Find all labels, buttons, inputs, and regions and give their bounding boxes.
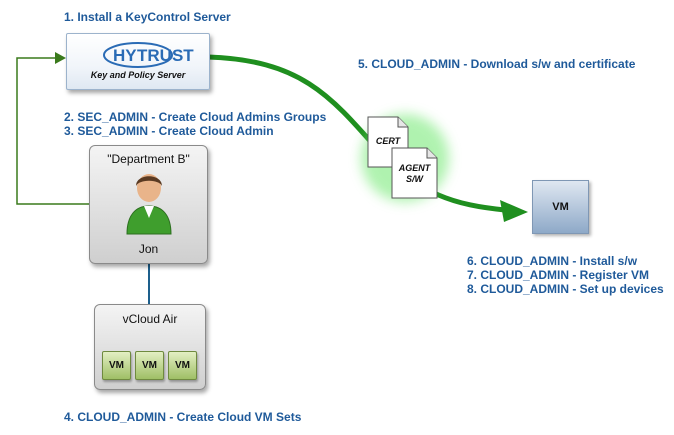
department-title: "Department B" [107, 152, 190, 166]
department-user-name: Jon [138, 242, 159, 256]
hytrust-logo: HY TRUST [103, 42, 194, 68]
step-setup-devices: 8. CLOUD_ADMIN - Set up devices [467, 282, 664, 296]
logo-hy-text: HY [113, 46, 137, 65]
step-register-vm: 7. CLOUD_ADMIN - Register VM [467, 268, 650, 282]
keycontrol-server-node: HY TRUST Key and Policy Server [66, 33, 210, 90]
admin-loop-connector [16, 57, 89, 205]
vcloud-air-node: vCloud Air VM VM VM [94, 304, 206, 390]
admin-loop-arrowhead [55, 52, 66, 64]
vcloud-vm-2: VM [135, 351, 164, 380]
agent-label: AGENT [398, 163, 431, 173]
cert-document-fold [397, 117, 408, 128]
vcloud-vm-1: VM [102, 351, 131, 380]
agent-document-fold [426, 148, 437, 159]
user-avatar-icon [126, 174, 172, 235]
target-vm-node: VM [532, 180, 589, 234]
department-node: "Department B" Jon [89, 145, 208, 264]
server-subtitle: Key and Policy Server [90, 70, 186, 80]
logo-trust-text: TRUST [137, 46, 194, 65]
vcloud-vm-3: VM [168, 351, 197, 380]
step-download: 5. CLOUD_ADMIN - Download s/w and certif… [358, 57, 636, 71]
vcloud-title: vCloud Air [122, 312, 178, 326]
step-install-sw: 6. CLOUD_ADMIN - Install s/w [467, 254, 638, 268]
cert-label: CERT [375, 136, 401, 146]
agent-document-icon [391, 147, 438, 199]
step-create-admin: 3. SEC_ADMIN - Create Cloud Admin [64, 124, 274, 138]
step-install-keycontrol: 1. Install a KeyControl Server [64, 10, 231, 24]
step-create-vm-sets: 4. CLOUD_ADMIN - Create Cloud VM Sets [64, 410, 302, 424]
agent-sw-label: S/W [406, 174, 423, 184]
download-arrowhead [500, 200, 528, 222]
step-create-groups: 2. SEC_ADMIN - Create Cloud Admins Group… [64, 110, 327, 124]
